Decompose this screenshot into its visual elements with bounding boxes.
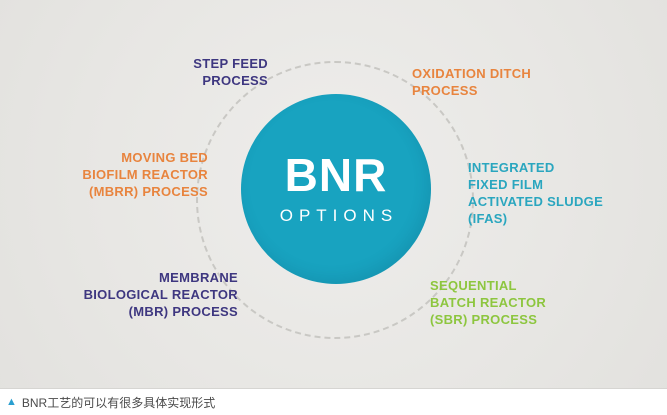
center-subtitle: OPTIONS [279,206,399,225]
label-step-feed-process: STEP FEED PROCESS [193,56,268,88]
label-moving-bed-biofilm-reactor-process: MOVING BED BIOFILM REACTOR (MBRR) PROCES… [82,150,208,199]
center-title: BNR [284,149,388,201]
label-integrated-fixed-film-activated-sludge: INTEGRATED FIXED FILM ACTIVATED SLUDGE (… [468,160,604,226]
bnr-center-circle: BNR OPTIONS [241,94,431,284]
dashed-ring [196,61,474,339]
caption-bar: ▲ BNR工艺的可以有很多具体实现形式 [0,388,667,415]
caption-triangle-icon: ▲ [6,395,17,408]
label-oxidation-ditch-process: OXIDATION DITCH PROCESS [412,66,532,98]
caption-text: BNR工艺的可以有很多具体实现形式 [21,395,216,410]
label-sequential-batch-reactor-process: SEQUENTIAL BATCH REACTOR (SBR) PROCESS [430,278,547,327]
label-membrane-biological-reactor-process: MEMBRANE BIOLOGICAL REACTOR (MBR) PROCES… [83,270,238,319]
